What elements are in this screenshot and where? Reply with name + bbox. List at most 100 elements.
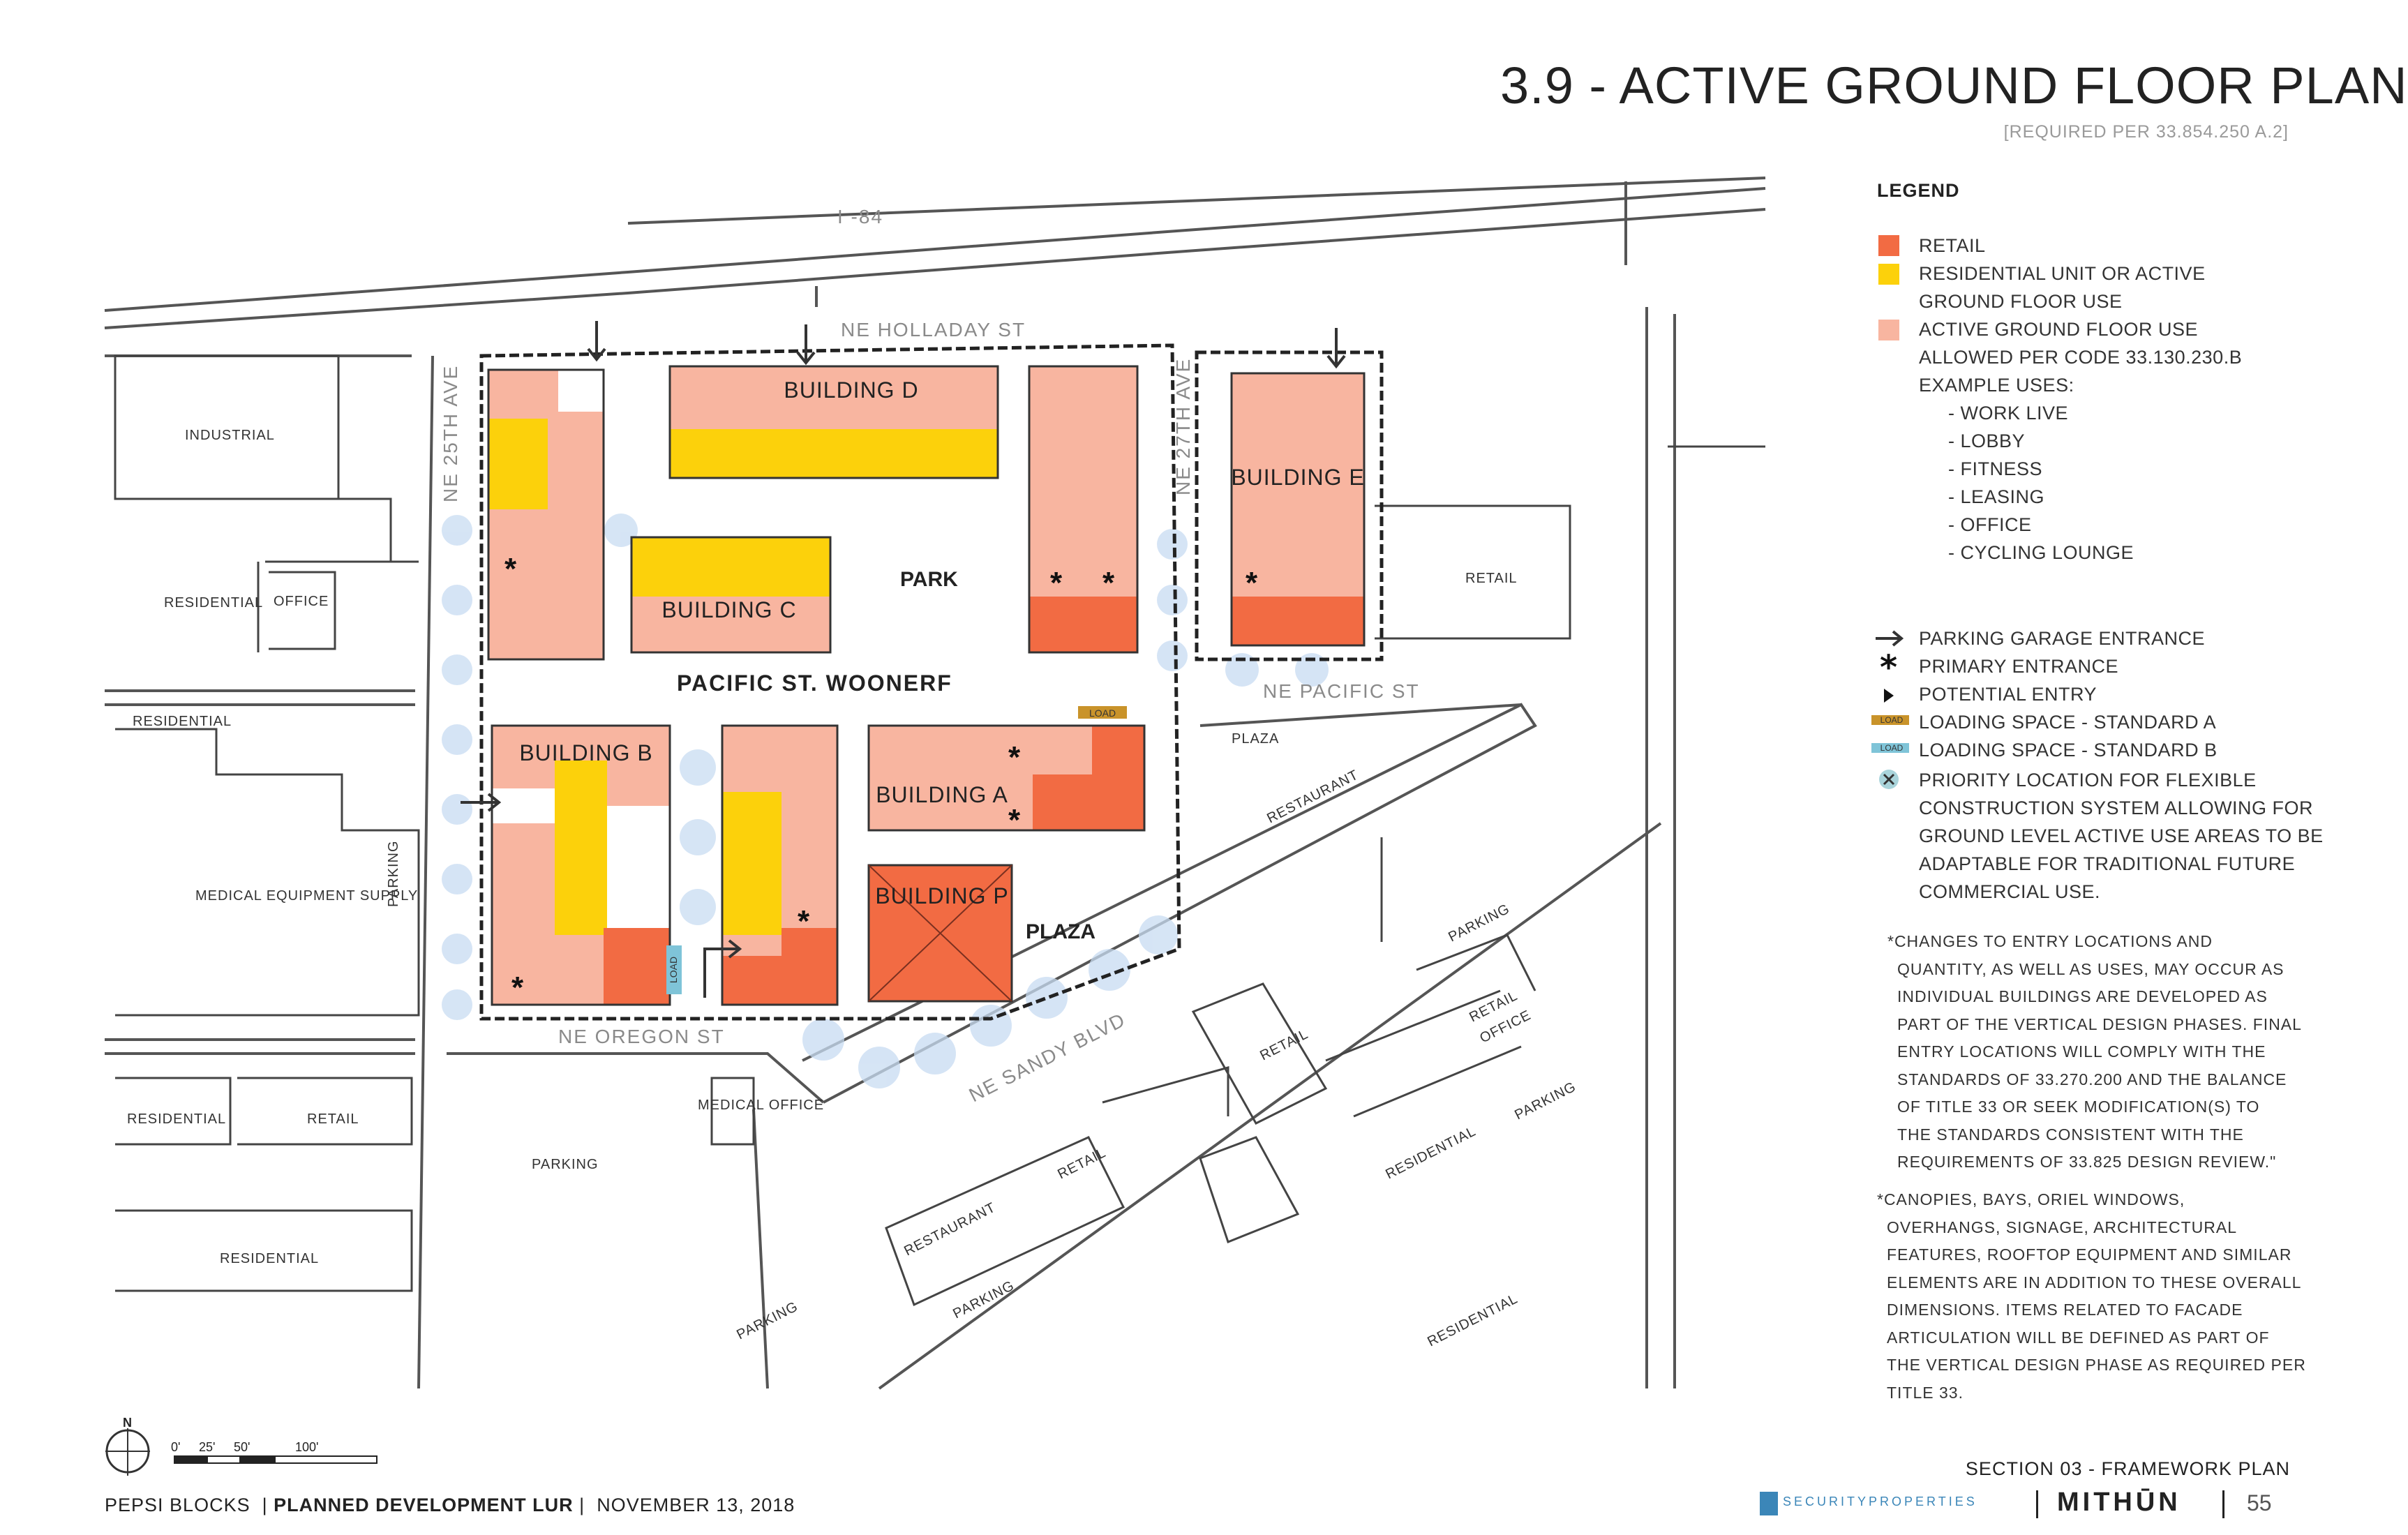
note-line: ARTICULATION WILL BE DEFINED AS PART OF bbox=[1887, 1328, 2270, 1347]
legend-priority: CONSTRUCTION SYSTEM ALLOWING FOR bbox=[1919, 798, 2314, 818]
street-pacific: NE PACIFIC ST bbox=[1263, 680, 1420, 702]
legend-residential-1: RESIDENTIAL UNIT OR ACTIVE bbox=[1919, 263, 2206, 284]
note-line: THE VERTICAL DESIGN PHASE AS REQUIRED PE… bbox=[1887, 1356, 2306, 1374]
footer-section: SECTION 03 - FRAMEWORK PLAN bbox=[1965, 1458, 2290, 1479]
scale-tick: 25' bbox=[199, 1440, 215, 1454]
legend-priority: ADAPTABLE FOR TRADITIONAL FUTURE bbox=[1919, 853, 2296, 874]
ctx-residential-4: RESIDENTIAL bbox=[220, 1251, 319, 1266]
note-line: DIMENSIONS. ITEMS RELATED TO FACADE bbox=[1887, 1301, 2243, 1319]
load-chip-a bbox=[1078, 706, 1127, 719]
building-d-residential bbox=[670, 429, 998, 478]
legend-retail: RETAIL bbox=[1919, 235, 1986, 256]
page-title: 3.9 - ACTIVE GROUND FLOOR PLAN bbox=[1500, 57, 2408, 114]
site-boundary-e bbox=[1195, 350, 1384, 661]
legend-load-b: LOADING SPACE - STANDARD B bbox=[1919, 740, 2218, 761]
note-line: ENTRY LOCATIONS WILL COMPLY WITH THE bbox=[1897, 1042, 2266, 1061]
legend-active-1: ACTIVE GROUND FLOOR USE bbox=[1919, 319, 2199, 340]
street-i84: I -84 bbox=[837, 206, 883, 227]
ctx-medical-supply: MEDICAL EQUIPMENT SUPPLY bbox=[195, 888, 418, 904]
load-a-chip-label: LOAD bbox=[1880, 715, 1904, 725]
building-nw-void bbox=[558, 370, 604, 412]
ctx-parking-3: PARKING bbox=[1512, 1079, 1578, 1123]
legend-use: - FITNESS bbox=[1948, 458, 2043, 479]
site-plan-map: *** *** ** LOAD LOAD I -84 NE HOLLADAY S… bbox=[104, 177, 1766, 1390]
building-b-outline bbox=[491, 724, 671, 1006]
ctx-residential-2: RESIDENTIAL bbox=[133, 714, 232, 729]
context-blocks bbox=[114, 354, 1765, 1307]
label-plaza: PLAZA bbox=[1026, 920, 1095, 943]
building-nw-active bbox=[488, 370, 604, 659]
note-line: STANDARDS OF 33.270.200 AND THE BALANCE bbox=[1897, 1070, 2287, 1088]
street-holladay: NE HOLLADAY ST bbox=[841, 319, 1026, 340]
label-park: PARK bbox=[900, 568, 958, 591]
page-subtitle: [REQUIRED PER 33.854.250 A.2] bbox=[2003, 122, 2289, 142]
building-nw-outline bbox=[487, 368, 605, 661]
svg-text:*: * bbox=[1008, 740, 1021, 774]
label-building-d: BUILDING D bbox=[784, 377, 918, 403]
ctx-restaurant-1: RESTAURANT bbox=[1264, 767, 1361, 826]
building-b-retail bbox=[604, 928, 670, 1005]
svg-text:*: * bbox=[1246, 566, 1258, 600]
ctx-residential-3: RESIDENTIAL bbox=[127, 1111, 226, 1127]
legend-use: - LOBBY bbox=[1948, 430, 2026, 451]
arrow-icon bbox=[1876, 630, 1904, 647]
note-1: *CHANGES TO ENTRY LOCATIONS AND QUANTITY… bbox=[1887, 928, 2302, 1176]
label-building-p: BUILDING P bbox=[875, 883, 1008, 908]
building-d-outline bbox=[668, 365, 999, 479]
load-b-chip-label: LOAD bbox=[1880, 743, 1904, 753]
note-line: QUANTITY, AS WELL AS USES, MAY OCCUR AS bbox=[1897, 959, 2284, 978]
note-2: *CANOPIES, BAYS, ORIEL WINDOWS, OVERHANG… bbox=[1877, 1186, 2306, 1407]
legend-example: EXAMPLE USES: bbox=[1919, 375, 2074, 396]
footer-project: PEPSI BLOCKS bbox=[105, 1495, 250, 1515]
legend-use: - CYCLING LOUNGE bbox=[1948, 542, 2134, 563]
legend-symbols: * bbox=[1871, 630, 1909, 789]
triangle-icon bbox=[1884, 689, 1894, 703]
legend-active-2: ALLOWED PER CODE 33.130.230.B bbox=[1919, 347, 2243, 368]
note-line: REQUIREMENTS OF 33.825 DESIGN REVIEW." bbox=[1897, 1153, 2277, 1171]
label-building-a: BUILDING A bbox=[876, 782, 1008, 807]
ctx-residential-6: RESIDENTIAL bbox=[1425, 1291, 1520, 1349]
north-compass-cross bbox=[105, 1428, 150, 1476]
building-b-residential bbox=[555, 761, 607, 935]
building-ms-residential bbox=[722, 792, 782, 935]
note-line: INDIVIDUAL BUILDINGS ARE DEVELOPED AS bbox=[1897, 987, 2268, 1005]
primary-entrance-marks: *** *** ** bbox=[504, 552, 1258, 1005]
note-line: ELEMENTS ARE IN ADDITION TO THESE OVERAL… bbox=[1887, 1273, 2302, 1291]
note-line: OF TITLE 33 OR SEEK MODIFICATION(S) TO bbox=[1897, 1098, 2260, 1116]
label-building-b: BUILDING B bbox=[519, 740, 652, 765]
building-a-retail bbox=[1033, 726, 1144, 830]
north-arrow-and-scale: N 0' 25' 50' 100' bbox=[105, 1416, 377, 1476]
legend-priority: COMMERCIAL USE. bbox=[1919, 881, 2101, 902]
legend-use: - LEASING bbox=[1948, 486, 2045, 507]
legend-swatch-residential bbox=[1878, 264, 1899, 285]
footer-divider bbox=[2036, 1490, 2038, 1518]
ctx-retail-2: RETAIL bbox=[1257, 1026, 1310, 1063]
page-number: 55 bbox=[2247, 1490, 2272, 1515]
note-line: *CHANGES TO ENTRY LOCATIONS AND bbox=[1887, 932, 2213, 950]
building-nw-residential bbox=[488, 419, 548, 509]
legend-swatch-active bbox=[1878, 320, 1899, 340]
label-building-e: BUILDING E bbox=[1231, 465, 1364, 490]
building-a-outline bbox=[867, 724, 1146, 832]
ctx-retail-1: RETAIL bbox=[307, 1111, 359, 1127]
footer-project-line: PEPSI BLOCKS | PLANNED DEVELOPMENT LUR |… bbox=[105, 1495, 795, 1515]
load-b-icon bbox=[1871, 743, 1909, 753]
note-line: *CANOPIES, BAYS, ORIEL WINDOWS, bbox=[1877, 1190, 2185, 1208]
scale-seg-1 bbox=[174, 1456, 208, 1463]
scale-tick: 100' bbox=[295, 1440, 318, 1454]
ctx-retail-e: RETAIL bbox=[1465, 571, 1518, 586]
building-e-retail bbox=[1232, 597, 1364, 645]
street-oregon: NE OREGON ST bbox=[558, 1026, 725, 1047]
ctx-parking-5: PARKING bbox=[734, 1298, 800, 1342]
note-line: PART OF THE VERTICAL DESIGN PHASES. FINA… bbox=[1897, 1014, 2302, 1033]
building-ne-retail bbox=[1029, 597, 1137, 652]
ctx-parking-v: PARKING bbox=[386, 840, 401, 907]
ctx-restaurant-2: RESTAURANT bbox=[902, 1199, 998, 1259]
note-line: FEATURES, ROOFTOP EQUIPMENT AND SIMILAR bbox=[1887, 1245, 2292, 1264]
building-e-outline bbox=[1230, 372, 1366, 647]
svg-text:*: * bbox=[1102, 566, 1115, 600]
security-properties-logo-icon bbox=[1760, 1492, 1778, 1515]
legend-heading: LEGEND bbox=[1877, 180, 1960, 201]
building-b-void bbox=[492, 788, 555, 823]
ctx-industrial: INDUSTRIAL bbox=[185, 428, 275, 443]
